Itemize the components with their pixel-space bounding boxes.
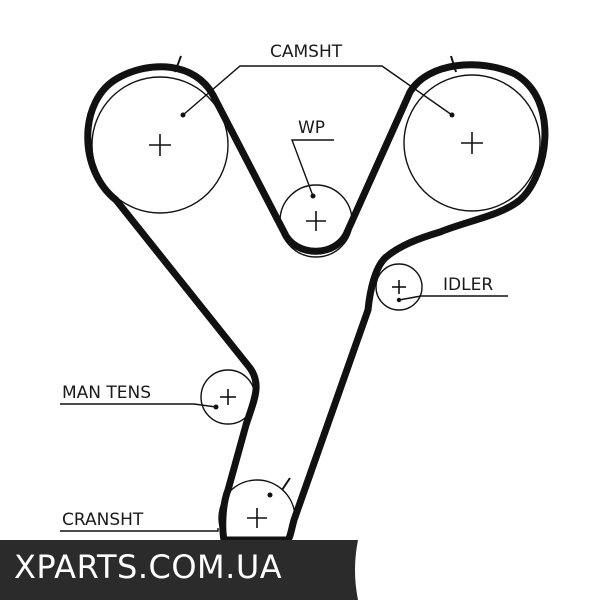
manual-tensioner-pulley (200, 369, 256, 425)
idler-leader (398, 295, 508, 301)
camshaft-leader (182, 65, 453, 116)
manual-tensioner-label: MAN TENS (62, 383, 151, 403)
manual-tensioner-leader (60, 403, 217, 408)
timing-mark (174, 55, 182, 73)
water-pump-leader (290, 139, 334, 197)
water-pump-label: WP (298, 118, 325, 138)
camshaft-pulley-right (403, 55, 541, 212)
crankshaft-label: CRANSHT (62, 510, 144, 530)
water-pump-pulley (279, 184, 353, 258)
watermark-banner (0, 540, 358, 600)
watermark-text: XPARTS.COM.UA (14, 548, 283, 586)
timing-mark (281, 477, 291, 491)
idler-pulley (375, 263, 423, 311)
idler-label: IDLER (443, 275, 493, 295)
crankshaft-leader (60, 528, 219, 532)
timing-mark (450, 55, 457, 73)
camshaft-label: CAMSHT (270, 42, 343, 62)
